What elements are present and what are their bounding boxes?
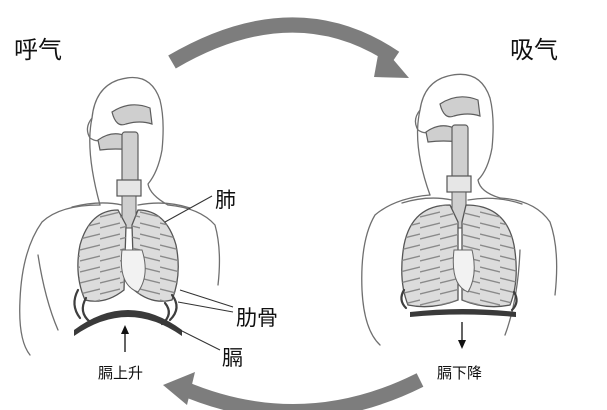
diaphragm-label: 膈 bbox=[222, 346, 243, 370]
exhale-figure bbox=[19, 76, 234, 356]
cycle-arrow-top bbox=[168, 17, 409, 78]
inhale-figure bbox=[361, 73, 558, 349]
diaphragm-rises-label: 膈上升 bbox=[98, 364, 143, 382]
diaphragm-falls-label: 膈下降 bbox=[437, 364, 482, 382]
cycle-arrow-bottom bbox=[163, 372, 424, 410]
exhale-label: 呼气 bbox=[14, 36, 62, 64]
inhale-label: 吸气 bbox=[510, 36, 558, 64]
down-arrow bbox=[458, 322, 466, 349]
lung-label: 肺 bbox=[215, 188, 236, 212]
up-arrow bbox=[121, 325, 129, 352]
ribs-label: 肋骨 bbox=[236, 306, 278, 330]
